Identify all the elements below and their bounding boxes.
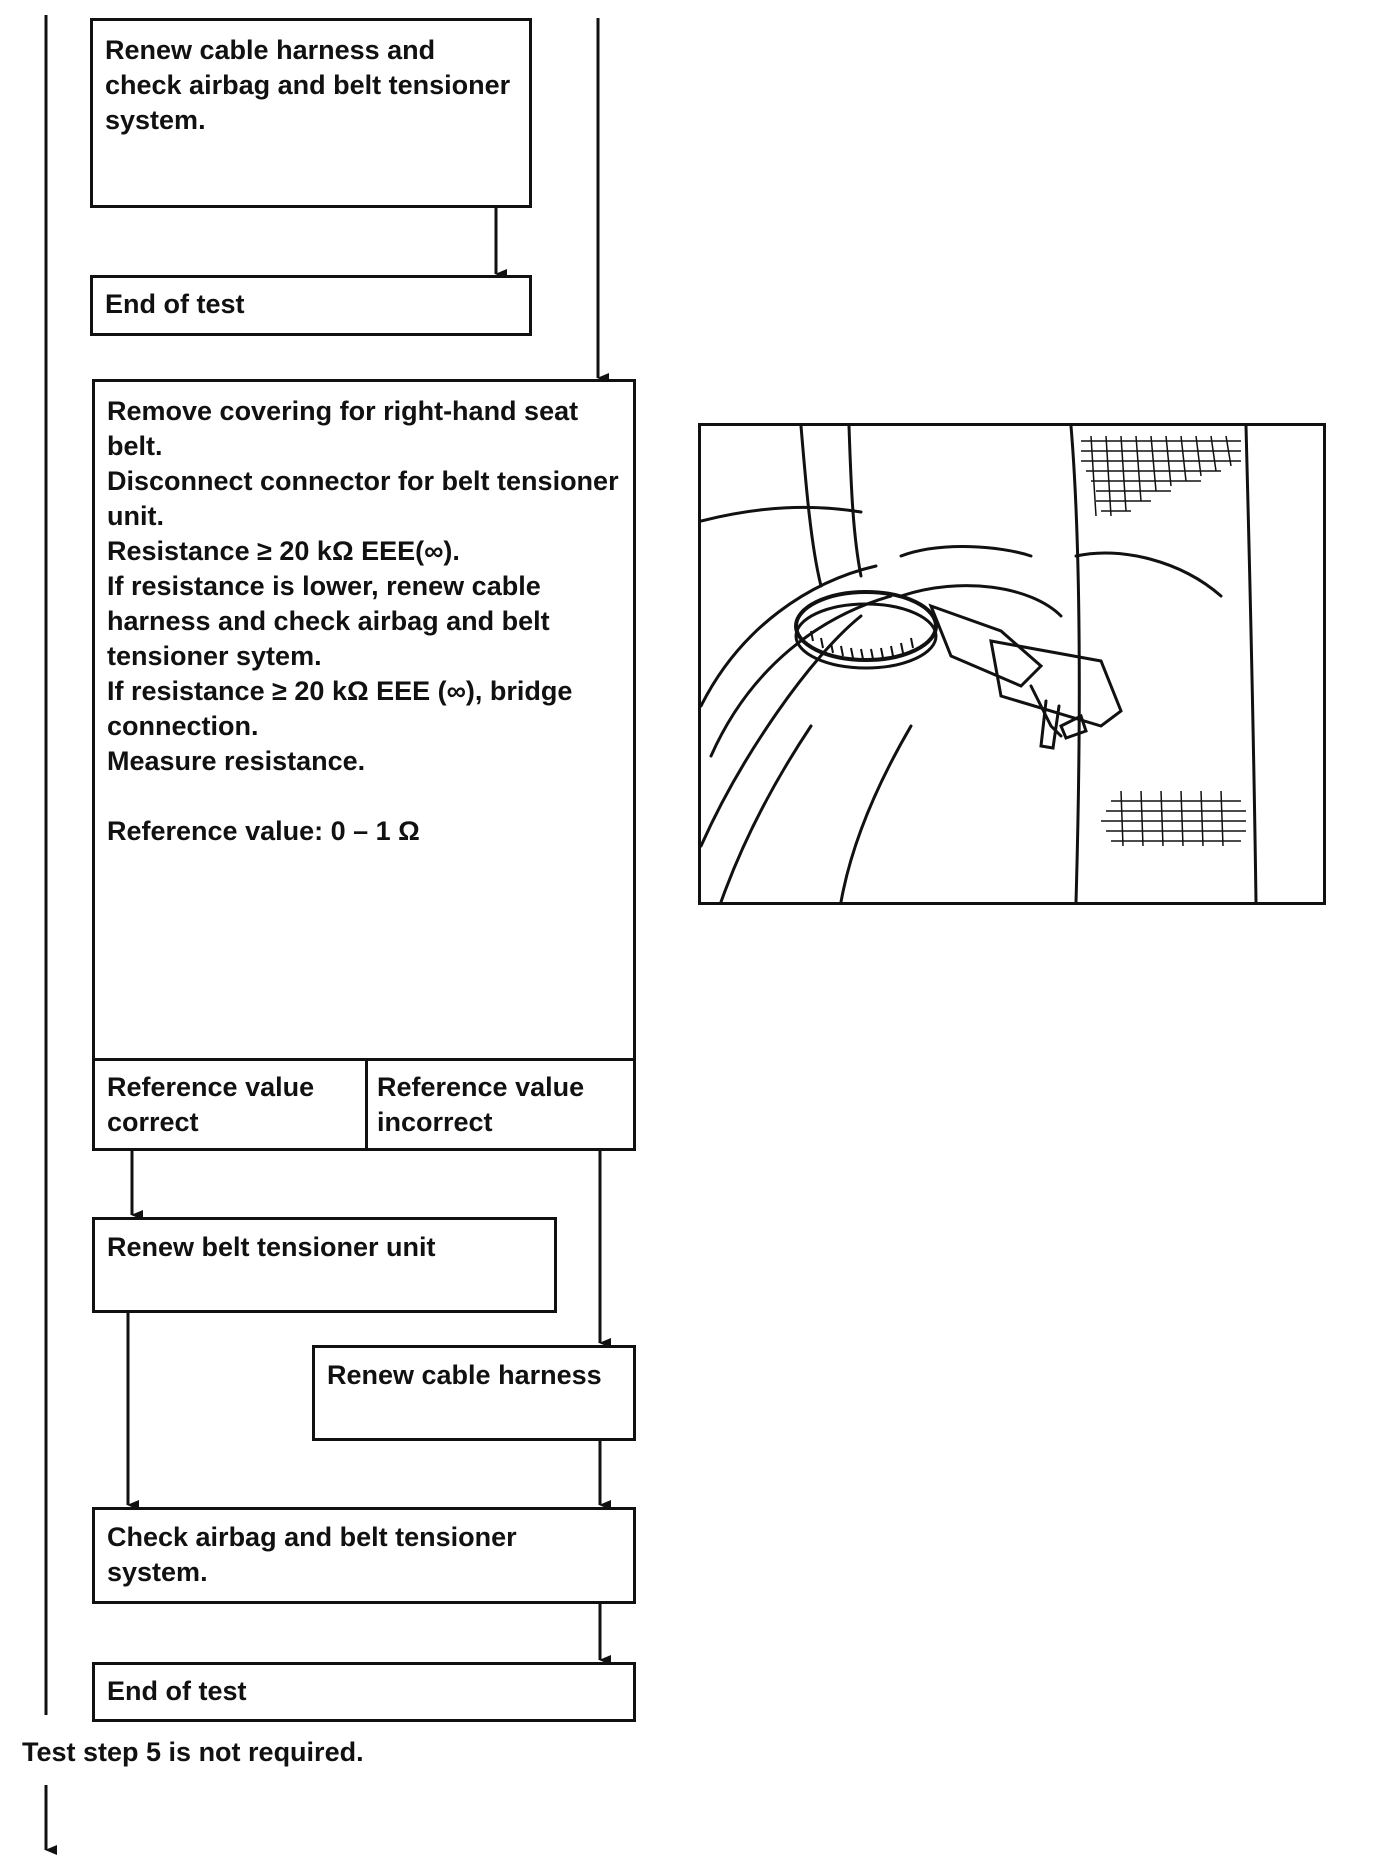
box-end-test-bottom-text: End of test — [107, 1676, 247, 1706]
branch-correct: Reference value correct — [107, 1072, 315, 1137]
box-renew-harness-top: Renew cable harness and check airbag and… — [90, 18, 532, 208]
connector-drawing — [701, 426, 1258, 902]
box-check-system-text: Check airbag and belt tensioner system. — [107, 1522, 517, 1587]
box-renew-tensioner: Renew belt tensioner unit — [92, 1217, 557, 1313]
box-renew-harness-top-text: Renew cable harness and check airbag and… — [105, 35, 511, 135]
box-end-test-bottom: End of test — [92, 1662, 636, 1722]
box-end-test-top: End of test — [90, 275, 532, 336]
box-end-test-top-text: End of test — [105, 289, 245, 319]
box-check-system: Check airbag and belt tensioner system. — [92, 1507, 636, 1604]
box-renew-cable: Renew cable harness — [312, 1345, 636, 1441]
box-renew-tensioner-text: Renew belt tensioner unit — [107, 1232, 436, 1262]
box-renew-cable-text: Renew cable harness — [327, 1360, 602, 1390]
box-main-procedure-text: Remove covering for right-hand seat belt… — [107, 396, 619, 846]
box-main-procedure: Remove covering for right-hand seat belt… — [92, 379, 636, 1151]
branch-divider-vertical — [365, 1058, 368, 1148]
footer-note: Test step 5 is not required. — [22, 1737, 364, 1767]
seat-belt-connector-illustration — [698, 423, 1326, 905]
branch-divider-horizontal — [95, 1058, 633, 1061]
branch-incorrect: Reference value incorrect — [377, 1072, 585, 1137]
